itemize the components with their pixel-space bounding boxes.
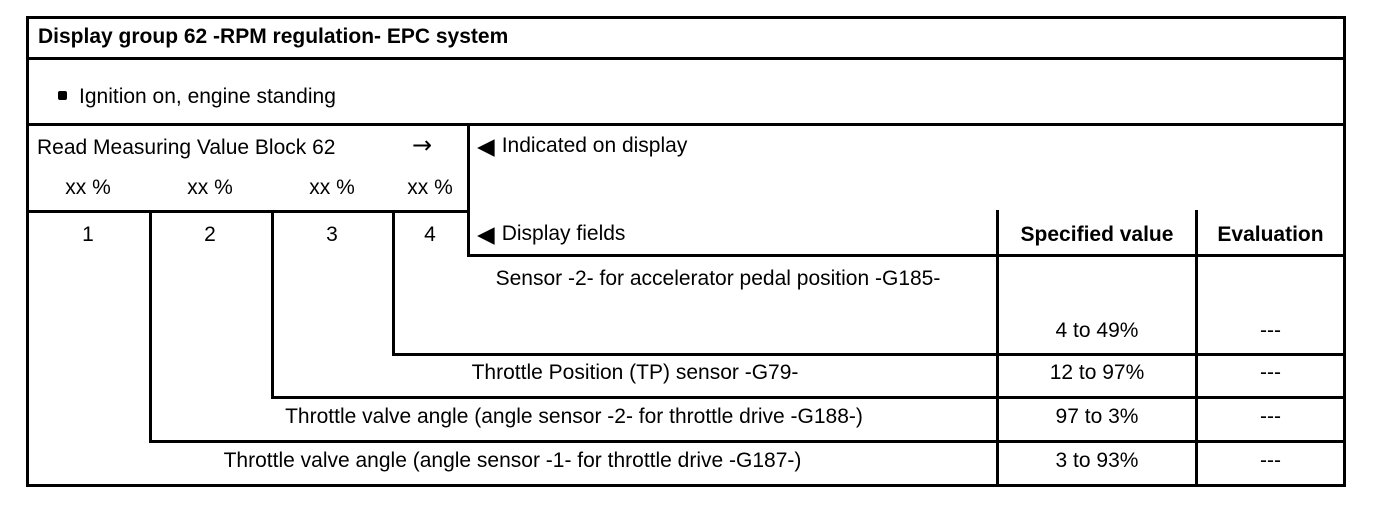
- divider-field-2-3: [271, 210, 274, 399]
- divider-field-3-4: [392, 210, 395, 356]
- divider-below-display-readout: [26, 210, 470, 213]
- column-header-evaluation: Evaluation: [1217, 223, 1324, 246]
- field-number-1: 1: [82, 223, 94, 246]
- display-value-2: xx %: [187, 176, 233, 199]
- divider-below-title: [26, 57, 1346, 60]
- border-bottom: [26, 484, 1346, 487]
- field-number-3: 3: [326, 223, 338, 246]
- row-evaluation-g187: ---: [1260, 449, 1281, 472]
- row-specified-value-g185: 4 to 49%: [1055, 319, 1139, 342]
- divider-field-1-2: [149, 210, 152, 443]
- border-left: [26, 16, 29, 487]
- condition-note: Ignition on, engine standing: [79, 85, 336, 108]
- page-title: Display group 62 -RPM regulation- EPC sy…: [38, 25, 509, 48]
- display-value-4: xx %: [407, 176, 453, 199]
- bullet-icon: [58, 91, 67, 100]
- display-value-3: xx %: [309, 176, 355, 199]
- divider-display-box-right: [467, 123, 470, 257]
- row-specified-value-g188: 97 to 3%: [1055, 405, 1139, 428]
- indicated-on-display-label: Indicated on display: [501, 134, 688, 157]
- row-evaluation-g79: ---: [1260, 361, 1281, 384]
- divider-below-row-g185: [392, 353, 1346, 356]
- row-specified-value-g79: 12 to 97%: [1049, 361, 1145, 384]
- field-number-4: 4: [424, 223, 436, 246]
- read-measuring-block-label: Read Measuring Value Block 62: [37, 136, 336, 159]
- row-evaluation-g188: ---: [1260, 405, 1281, 428]
- divider-below-note: [26, 123, 1346, 126]
- row-specified-value-g187: 3 to 93%: [1055, 449, 1139, 472]
- divider-specified-value-col: [996, 210, 999, 487]
- row-description-g79: Throttle Position (TP) sensor -G79-: [471, 361, 799, 384]
- display-fields-label: Display fields: [501, 222, 626, 245]
- left-triangle-icon: ◀: [477, 222, 495, 248]
- field-number-2: 2: [204, 223, 216, 246]
- divider-evaluation-col: [1195, 210, 1198, 487]
- right-arrow-icon: →: [412, 131, 433, 159]
- column-header-specified-value: Specified value: [1020, 223, 1174, 246]
- divider-below-row-g188: [149, 440, 1346, 443]
- row-evaluation-g185: ---: [1260, 319, 1281, 342]
- left-triangle-icon: ◀: [477, 134, 495, 160]
- row-description-g187: Throttle valve angle (angle sensor -1- f…: [223, 449, 802, 472]
- border-right: [1343, 16, 1346, 487]
- indicated-on-display-annotation: ◀ Indicated on display: [477, 134, 688, 160]
- divider-below-row-g79: [271, 396, 1346, 399]
- row-description-g188: Throttle valve angle (angle sensor -2- f…: [285, 405, 863, 428]
- divider-below-header-row: [467, 254, 1346, 257]
- display-value-1: xx %: [65, 176, 111, 199]
- row-description-g185: Sensor -2- for accelerator pedal positio…: [495, 267, 941, 290]
- display-fields-annotation: ◀ Display fields: [477, 222, 626, 248]
- border-top: [26, 16, 1346, 19]
